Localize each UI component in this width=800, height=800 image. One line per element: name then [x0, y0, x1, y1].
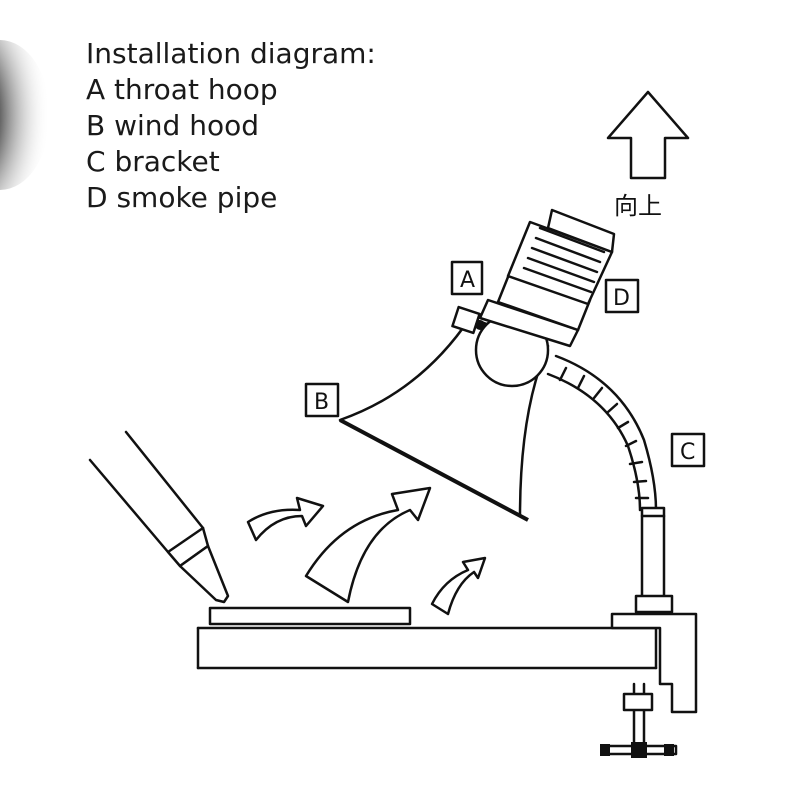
flexible-arm [546, 354, 658, 512]
smoke-pipe [496, 208, 616, 332]
callout-c-label: C [680, 440, 695, 465]
legend-item-a: A throat hoop [86, 73, 278, 106]
smoke-arrow-left [246, 496, 325, 542]
circuit-board [208, 606, 412, 626]
callout-d-label: D [613, 286, 630, 311]
legend-heading: Installation diagram: [86, 37, 376, 70]
callout-a-label: A [460, 268, 475, 293]
callout-b: B [304, 382, 340, 418]
callout-c: C [670, 432, 706, 468]
legend: Installation diagram: A throat hoop B wi… [86, 36, 376, 216]
up-arrow-icon [606, 90, 690, 180]
callout-a: A [450, 260, 484, 296]
throat-hoop-clamp [451, 305, 481, 335]
legend-item-d: D smoke pipe [86, 181, 278, 214]
callout-b-label: B [314, 390, 329, 415]
legend-item-b: B wind hood [86, 109, 259, 142]
up-label: 向上 [614, 192, 662, 220]
smoke-arrow-center [304, 486, 432, 604]
bracket-post [634, 506, 674, 614]
soldering-iron [88, 430, 230, 604]
clamp-t-handle [600, 742, 678, 758]
throat-hoop-screw [475, 320, 485, 330]
smoke-arrow-right [430, 556, 487, 616]
table [196, 626, 658, 670]
callout-d: D [604, 278, 640, 314]
legend-item-c: C bracket [86, 145, 220, 178]
blurred-edge-shadow [0, 40, 50, 190]
table-clamp [610, 612, 698, 750]
